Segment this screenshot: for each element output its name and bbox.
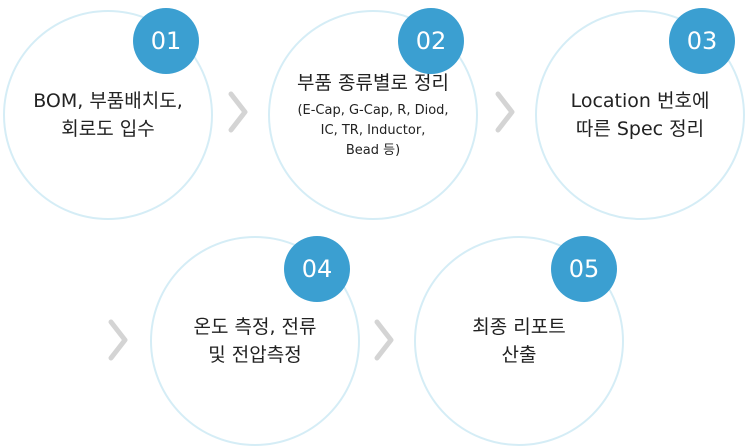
chevron-right-icon	[372, 318, 396, 362]
step-content: 최종 리포트 산출	[414, 236, 624, 446]
step-content: 온도 측정, 전류 및 전압측정	[150, 236, 360, 446]
step-content: Location 번호에 따른 Spec 정리	[535, 10, 745, 220]
chevron-right-icon	[226, 90, 250, 134]
step-number-badge: 05	[551, 236, 617, 302]
step-number-badge: 01	[133, 8, 199, 74]
step-content: 부품 종류별로 정리 (E-Cap, G-Cap, R, Diod, IC, T…	[268, 10, 478, 220]
step-number-badge: 02	[398, 8, 464, 74]
step-title-line: Location 번호에	[570, 90, 710, 112]
step-detail-line: IC, TR, Inductor,	[320, 123, 426, 138]
step-title-line: 따른 Spec 정리	[575, 118, 705, 140]
chevron-right-icon	[493, 90, 517, 134]
step-05: 최종 리포트 산출 05	[414, 236, 624, 446]
step-title-line: 온도 측정, 전류	[193, 316, 317, 338]
step-01: BOM, 부품배치도, 회로도 입수 01	[3, 8, 213, 220]
step-detail-line: Bead 등)	[345, 143, 401, 158]
step-content: BOM, 부품배치도, 회로도 입수	[3, 10, 213, 220]
step-title-line: 회로도 입수	[61, 118, 155, 140]
step-title-line: 산출	[501, 344, 537, 366]
chevron-right-icon	[106, 318, 130, 362]
step-02: 부품 종류별로 정리 (E-Cap, G-Cap, R, Diod, IC, T…	[268, 8, 478, 220]
step-number-badge: 04	[284, 236, 350, 302]
step-title-line: 부품 종류별로 정리	[297, 72, 449, 94]
step-03: Location 번호에 따른 Spec 정리 03	[535, 8, 745, 220]
step-title-line: BOM, 부품배치도,	[33, 90, 183, 112]
step-number-badge: 03	[669, 8, 735, 74]
step-title-line: 및 전압측정	[208, 344, 302, 366]
step-title-line: 최종 리포트	[472, 316, 566, 338]
step-04: 온도 측정, 전류 및 전압측정 04	[150, 236, 360, 446]
step-detail-line: (E-Cap, G-Cap, R, Diod,	[297, 103, 449, 118]
